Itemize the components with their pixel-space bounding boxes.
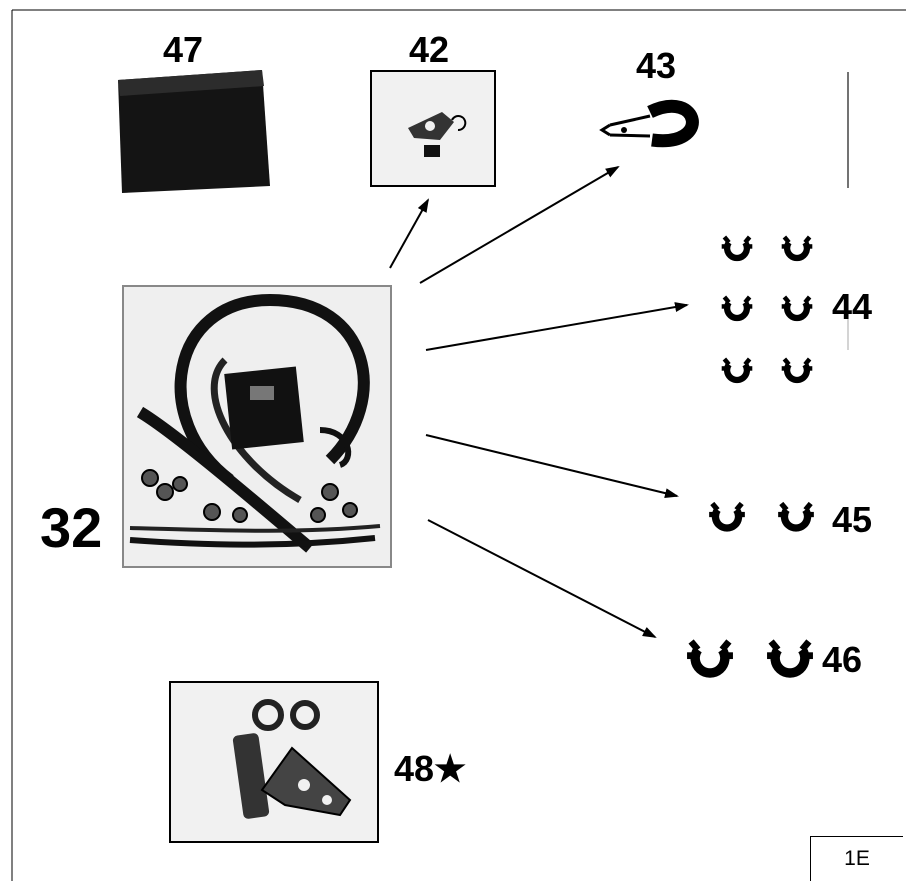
arrow-to-43	[419, 165, 620, 284]
hardware-bag-icon	[169, 681, 379, 843]
part-number-43: 43	[636, 45, 677, 86]
medium-hose-clip-icon	[709, 504, 814, 528]
part-number-45: 45	[832, 499, 873, 540]
arrow-to-42	[389, 198, 429, 269]
arrow-to-45	[425, 434, 679, 499]
part-number-44: 44	[832, 286, 873, 327]
page-reference-box: 1E	[810, 836, 903, 881]
bracket-bag-icon	[370, 70, 496, 187]
page-border	[11, 9, 906, 881]
harness-kit-bag-icon	[122, 285, 392, 568]
black-box-icon	[118, 70, 270, 193]
arrow-to-44	[425, 302, 689, 351]
callout-arrows	[389, 165, 689, 638]
part-number-48: 48★	[394, 748, 467, 789]
part-number-47: 47	[163, 29, 204, 70]
cushion-clamp-icon	[599, 99, 699, 148]
part-number-42: 42	[409, 29, 450, 70]
arrow-to-46	[427, 519, 657, 638]
part-number-32: 32	[40, 496, 103, 559]
small-hose-clip-icon	[722, 237, 813, 380]
part-number-46: 46	[822, 639, 863, 680]
large-hose-clip-icon	[687, 642, 813, 673]
page-reference: 1E	[844, 847, 870, 870]
